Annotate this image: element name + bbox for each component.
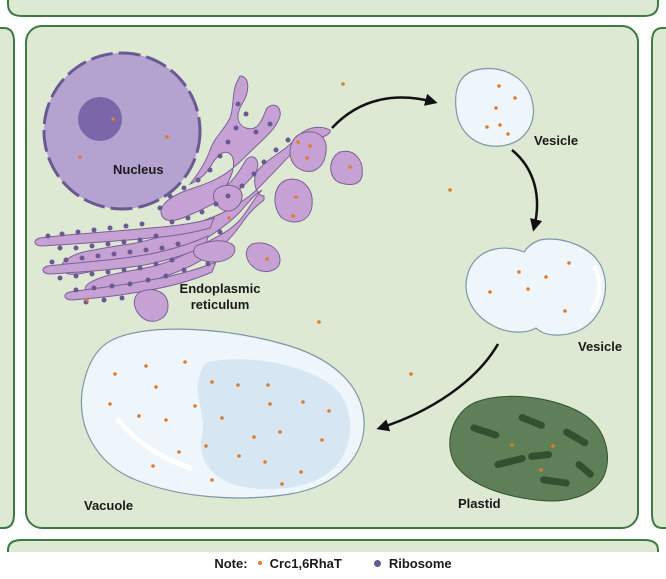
bottom-neighbor-cell [7,539,659,552]
ribosome-dot-icon [373,559,381,567]
er-label-line2: reticulum [190,297,250,312]
crc-dot-icon [257,561,262,565]
legend-item-ribosome: Ribosome [373,555,452,571]
vesicle-top-label: Vesicle [534,133,579,148]
nucleus-label: Nucleus [113,162,164,177]
plastid [449,395,608,502]
vacuole-label: Vacuole [84,498,134,513]
legend-crc-label: Crc1,6RhaT [269,555,342,571]
er-label-line1: Endoplasmic [179,281,261,296]
crc-protein-dots [78,82,571,486]
er-label: Endoplasmic reticulum [160,281,280,313]
vesicle-mid-label: Vesicle [578,339,623,354]
endoplasmic-reticulum [34,75,331,301]
legend-note: Note: [214,555,248,571]
legend: Note: Crc1,6RhaT Ribosome [0,552,666,574]
plastid-label: Plastid [458,496,501,511]
left-neighbor-cell [0,27,15,529]
top-neighbor-cell [7,0,659,17]
right-neighbor-cell [651,27,666,529]
arrow-vesicle-to-vesicle [511,149,543,232]
vesicle-mid [465,238,607,336]
golgi-vesicles [133,131,363,322]
arrow-er-to-vesicle [331,93,438,129]
nucleus [42,51,202,211]
arrow-vesicle-to-vacuole [376,343,500,432]
nucleolus [78,97,122,141]
thylakoids [470,414,594,487]
vacuole [80,328,365,499]
legend-ribosome-label: Ribosome [388,555,452,571]
legend-item-crc: Crc1,6RhaT [257,555,342,571]
